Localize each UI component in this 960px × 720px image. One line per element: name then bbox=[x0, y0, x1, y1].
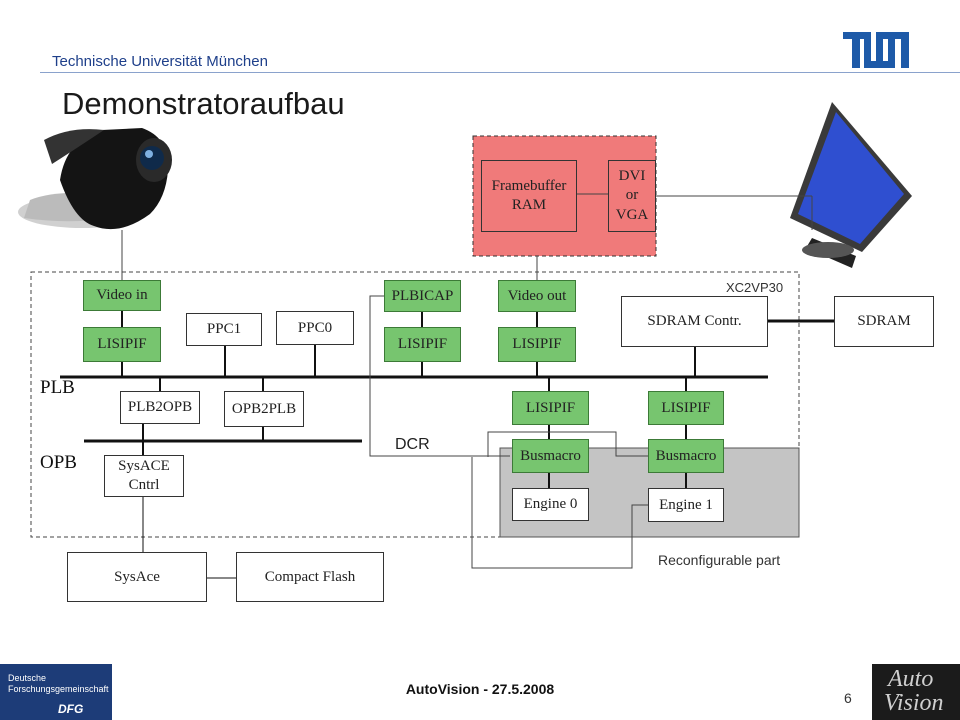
monitor-image bbox=[790, 102, 912, 268]
page-title: Demonstratoraufbau bbox=[62, 86, 345, 121]
engine-0-block: Engine 0 bbox=[512, 488, 589, 521]
dcr-label: DCR bbox=[395, 436, 430, 453]
connectors bbox=[121, 311, 834, 579]
lisipif-engine0-block: LISIPIF bbox=[512, 391, 589, 425]
signal-lines bbox=[121, 193, 813, 569]
plb-label: PLB bbox=[40, 377, 75, 398]
video-in-block: Video in bbox=[83, 280, 161, 311]
opb2plb-bridge: OPB2PLB bbox=[224, 391, 304, 427]
sysace-controller-block: SysACE Cntrl bbox=[104, 455, 184, 497]
dvi-vga-block: DVI or VGA bbox=[608, 160, 656, 232]
lisipif-engine1-block: LISIPIF bbox=[648, 391, 724, 425]
lisipif-video-in-block: LISIPIF bbox=[83, 327, 161, 362]
chip-label: XC2VP30 bbox=[726, 280, 784, 295]
framebuffer-area bbox=[472, 135, 657, 257]
sdram-controller-block: SDRAM Contr. bbox=[621, 296, 768, 347]
engine-1-block: Engine 1 bbox=[648, 488, 724, 522]
chip-outline bbox=[30, 271, 800, 538]
footer-title: AutoVision - 27.5.2008 bbox=[405, 681, 555, 697]
header-divider bbox=[40, 72, 960, 73]
sysace-block: SysAce bbox=[67, 552, 207, 602]
autovision-logo: Auto Vision bbox=[872, 664, 960, 720]
lisipif-video-out-block: LISIPIF bbox=[498, 327, 576, 362]
plbicap-block: PLBICAP bbox=[384, 280, 461, 312]
university-name: Technische Universität München bbox=[52, 53, 268, 70]
opb-label: OPB bbox=[40, 452, 77, 473]
lisipif-plbicap-block: LISIPIF bbox=[384, 327, 461, 362]
ppc0-block: PPC0 bbox=[276, 311, 354, 345]
page-number: 6 bbox=[844, 690, 852, 706]
busmacro-0-block: Busmacro bbox=[512, 439, 589, 473]
framebuffer-ram-block: Framebuffer RAM bbox=[481, 160, 577, 232]
plb2opb-bridge: PLB2OPB bbox=[120, 391, 200, 424]
compact-flash-block: Compact Flash bbox=[236, 552, 384, 602]
busmacro-1-block: Busmacro bbox=[648, 439, 724, 473]
sdram-block: SDRAM bbox=[834, 296, 934, 347]
video-out-block: Video out bbox=[498, 280, 576, 312]
ppc1-block: PPC1 bbox=[186, 313, 262, 346]
reconfigurable-label: Reconfigurable part bbox=[658, 552, 781, 568]
camera-image bbox=[18, 128, 172, 230]
tum-logo bbox=[843, 32, 909, 68]
